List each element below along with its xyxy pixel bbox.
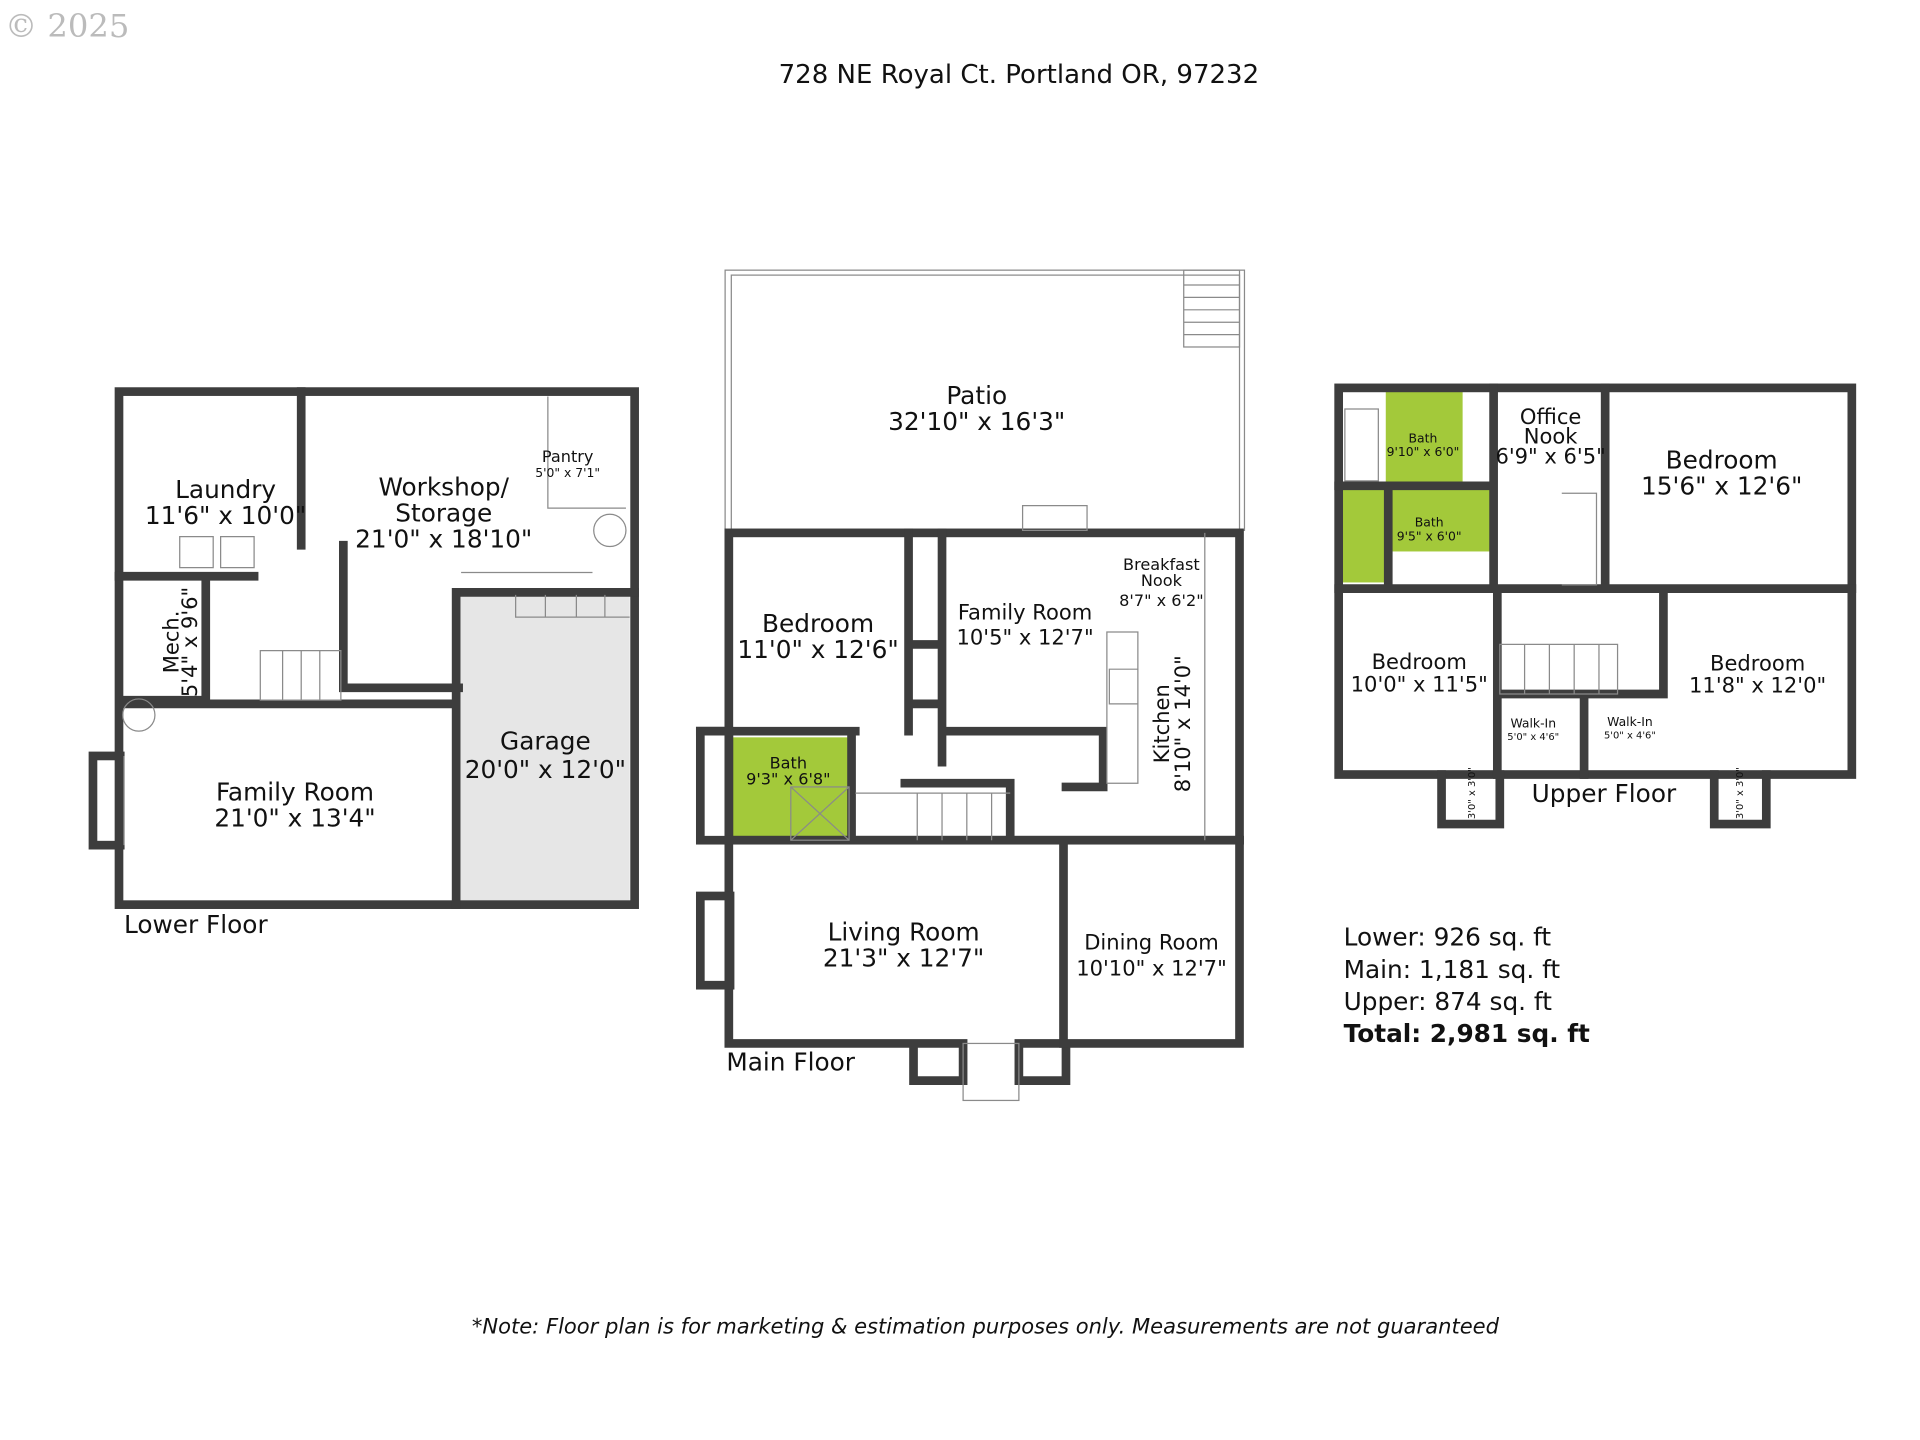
room-name: Breakfast <box>1123 555 1200 574</box>
room-name: Walk-In <box>1607 714 1653 729</box>
room-dim: 5'0" x 4'6" <box>1507 732 1559 743</box>
area-total: Total: 2,981 sq. ft <box>1344 1019 1590 1048</box>
room-name: Bath <box>770 753 807 772</box>
room-dim: 21'3" x 12'7" <box>823 944 984 973</box>
room-dim: 10'10" x 12'7" <box>1076 955 1227 980</box>
room-name: Mech. <box>158 611 183 674</box>
lower-floor: Laundry 11'6" x 10'0" Workshop/ Storage … <box>88 387 639 939</box>
room-name: Walk-In <box>1510 715 1556 730</box>
room-name: Workshop/ <box>378 473 509 502</box>
room-name: Nook <box>1524 424 1579 449</box>
upper-floor: Bath 9'10" x 6'0" Bath 9'5" x 6'0" Offic… <box>1334 383 1857 829</box>
room-dim: 5'0" x 4'6" <box>1604 731 1656 742</box>
room-dim: 5'4" x 9'6" <box>177 587 202 697</box>
area-main: Main: 1,181 sq. ft <box>1344 955 1561 984</box>
room-dim: 6'9" x 6'5" <box>1495 443 1605 468</box>
room-name: Family Room <box>216 778 374 807</box>
garage-fill <box>458 594 630 901</box>
area-summary: Lower: 926 sq. ft Main: 1,181 sq. ft Upp… <box>1344 923 1590 1049</box>
room-name: Garage <box>500 727 591 756</box>
room-name: Office <box>1520 404 1581 429</box>
bath-fill <box>725 737 850 841</box>
room-dim: 10'0" x 11'5" <box>1351 671 1488 696</box>
room-dim: 9'3" x 6'8" <box>746 769 830 788</box>
room-name: Living Room <box>828 918 980 947</box>
page-title: 728 NE Royal Ct. Portland OR, 97232 <box>779 60 1260 90</box>
room-dim: 11'8" x 12'0" <box>1689 673 1826 698</box>
bath-fill <box>1390 489 1494 552</box>
room-name: Bath <box>1409 430 1438 445</box>
room-dim: 11'0" x 12'6" <box>737 635 898 664</box>
room-dim: 15'6" x 12'6" <box>1641 471 1802 500</box>
room-dim: 9'10" x 6'0" <box>1387 444 1460 459</box>
room-name: Nook <box>1141 571 1183 590</box>
closet-dim: 3'0" x 3'0" <box>1735 767 1746 819</box>
disclaimer-note: *Note: Floor plan is for marketing & est… <box>472 1313 1500 1338</box>
room-name: Bedroom <box>762 609 874 638</box>
room-name: Storage <box>395 499 492 528</box>
closet-dim: 3'0" x 3'0" <box>1467 767 1478 819</box>
room-dim: 9'5" x 6'0" <box>1397 528 1462 543</box>
main-floor: Patio 32'10" x 16'3" Bedroom 11'0" x 12'… <box>695 269 1246 1102</box>
room-dim: 11'6" x 10'0" <box>145 501 306 530</box>
room-dim: 32'10" x 16'3" <box>888 407 1065 436</box>
room-dim: 20'0" x 12'0" <box>465 755 626 784</box>
room-name: Kitchen <box>1149 684 1174 763</box>
room-dim: 10'5" x 12'7" <box>957 624 1094 649</box>
room-dim: 8'7" x 6'2" <box>1119 591 1203 610</box>
room-dim: 8'10" x 14'0" <box>1170 655 1195 792</box>
room-dim: 5'0" x 7'1" <box>535 465 600 480</box>
room-name: Bedroom <box>1372 649 1467 674</box>
floor-label: Lower Floor <box>124 910 269 939</box>
room-name: Bath <box>1415 515 1444 530</box>
room-name: Dining Room <box>1084 929 1219 954</box>
room-dim: 21'0" x 18'10" <box>355 525 532 554</box>
bath-fill <box>1342 489 1390 583</box>
area-lower: Lower: 926 sq. ft <box>1344 923 1552 952</box>
copyright: © 2025 <box>5 7 129 45</box>
room-name: Family Room <box>958 600 1092 625</box>
floor-label: Main Floor <box>726 1048 855 1077</box>
room-name: Bedroom <box>1666 445 1778 474</box>
room-name: Laundry <box>175 475 276 504</box>
room-name: Bedroom <box>1710 650 1805 675</box>
room-name: Pantry <box>542 447 594 466</box>
room-name: Patio <box>946 381 1007 410</box>
bath-fill <box>1385 391 1463 484</box>
room-dim: 21'0" x 13'4" <box>214 804 375 833</box>
area-upper: Upper: 874 sq. ft <box>1344 987 1553 1016</box>
floor-label: Upper Floor <box>1532 779 1677 808</box>
